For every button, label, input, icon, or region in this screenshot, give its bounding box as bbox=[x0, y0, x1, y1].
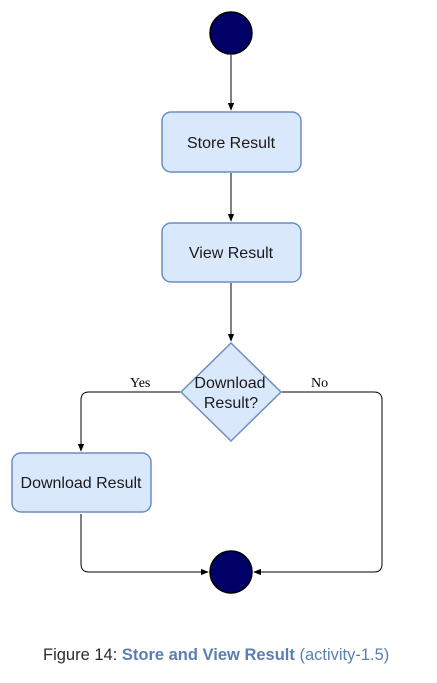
decision-download-result: Download Result? bbox=[179, 341, 283, 443]
caption-prefix: Figure 14: bbox=[43, 646, 122, 664]
action-store-result: Store Result bbox=[161, 111, 302, 173]
edge-decision-yes-to-download bbox=[77, 391, 181, 452]
guard-no-label: No bbox=[311, 376, 328, 391]
decision-label-line1: Download bbox=[194, 375, 265, 392]
start-node bbox=[209, 11, 253, 55]
action-download-result: Download Result bbox=[11, 452, 152, 513]
end-node bbox=[209, 550, 253, 594]
action-view-result-label: View Result bbox=[189, 245, 274, 262]
guard-yes-label: Yes bbox=[130, 376, 150, 391]
decision-label-line2: Result? bbox=[204, 395, 258, 412]
figure-caption: Figure 14: Store and View Result (activi… bbox=[43, 646, 389, 665]
action-download-result-label: Download Result bbox=[21, 475, 143, 492]
caption-suffix: (activity-1.5) bbox=[294, 646, 390, 664]
edge-download-to-end bbox=[80, 514, 209, 576]
caption-title: Store and View Result bbox=[121, 646, 295, 664]
action-store-result-label: Store Result bbox=[187, 135, 276, 152]
edge-decision-no-to-end bbox=[253, 391, 383, 576]
action-view-result: View Result bbox=[161, 222, 302, 283]
